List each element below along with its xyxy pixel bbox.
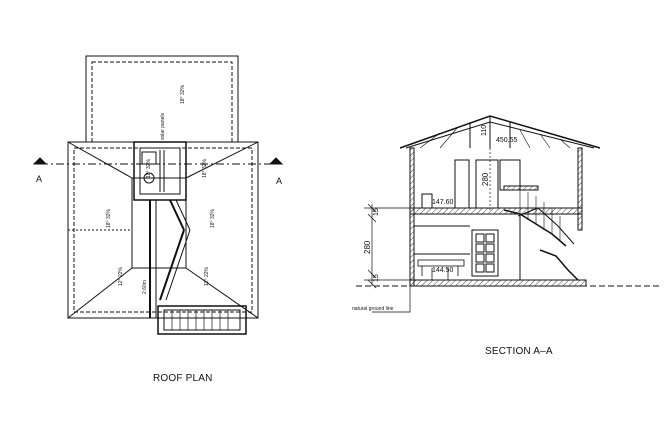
section-marker-right: A — [276, 176, 282, 186]
level-mid-label: 147.60 — [432, 199, 454, 206]
solar-panels-label: solar panels — [160, 113, 166, 140]
section-stairs — [503, 185, 579, 281]
slab-upper-dim: 15 — [373, 208, 380, 216]
slope-label-upper-right: 18° 32% — [202, 158, 208, 178]
section-marker-left: A — [36, 174, 42, 184]
level-top-label: 450.55 — [496, 137, 518, 144]
lower-height-dim: 280 — [363, 240, 372, 254]
level-low-label: 144.50 — [432, 267, 454, 274]
balcony — [157, 305, 247, 335]
slope-label-mid-right: 18° 32% — [210, 208, 216, 228]
roof-plan-caption: ROOF PLAN — [153, 373, 213, 384]
ground-line-label: natural ground line — [352, 306, 394, 312]
ground-leader — [372, 286, 411, 313]
slope-label-low-left: 12° 22% — [118, 266, 124, 286]
section-line — [32, 157, 284, 165]
slope-label-low-right: 12° 22% — [204, 266, 210, 286]
section-furniture — [417, 259, 465, 280]
slab-lower-dim: 15 — [373, 274, 380, 282]
section-roof — [399, 115, 601, 149]
slope-label-upper-left: 18° 32% — [146, 158, 152, 178]
upper-height-dim: 280 — [481, 172, 490, 186]
slope-label-mid-left: 18° 32% — [106, 208, 112, 228]
stair-well — [133, 141, 191, 318]
roof-plan — [32, 55, 284, 335]
section-caption: SECTION A–A — [485, 346, 553, 357]
dimension-lines — [364, 148, 491, 289]
section-openings — [421, 159, 521, 277]
slope-label-top: 18° 32% — [180, 84, 186, 104]
dimension-label-small: 2.60m — [142, 280, 148, 294]
ridge-height-dim: 110 — [481, 125, 488, 136]
section-aa — [356, 115, 660, 313]
